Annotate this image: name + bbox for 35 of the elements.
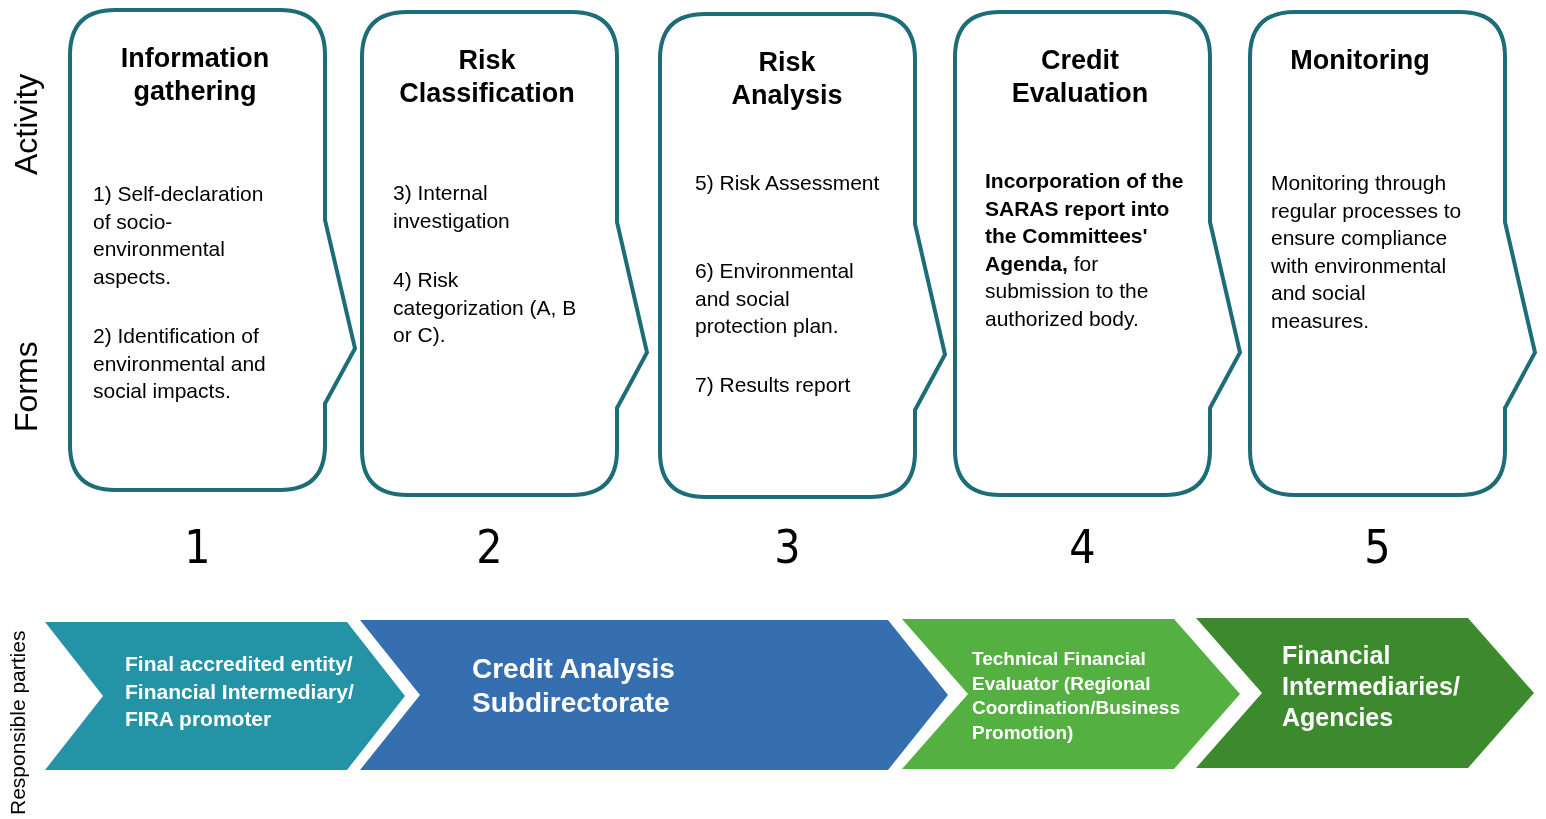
step-number: 2 (475, 520, 504, 574)
process-card (1250, 12, 1535, 495)
party-label: Credit Analysis Subdirectorate (472, 652, 676, 720)
step-number: 1 (183, 520, 212, 574)
row-label: Forms (8, 341, 45, 432)
card-text: 2) Identification of environmental and social impacts. (93, 323, 267, 404)
card-title: Information gathering (119, 42, 271, 108)
process-card (362, 12, 647, 495)
card-title: Credit Evaluation (1010, 44, 1150, 110)
chevron-banner (902, 619, 1240, 769)
chevron-banner (45, 622, 405, 770)
chevron-banner (360, 620, 948, 770)
card-text: 4) Risk categorization (A, B or C). (393, 267, 578, 348)
card-text: Incorporation of the SARAS report into the Committees' Agenda, for submission to the authorized body. (985, 168, 1185, 332)
step-number: 3 (773, 520, 802, 574)
chevron-banner (1196, 618, 1534, 768)
step-number: 5 (1363, 520, 1392, 574)
card-text: 6) Environmental and social protection plan. (695, 258, 855, 339)
party-label: Financial Intermediaries/ Agencies (1282, 640, 1461, 733)
card-title: Risk Classification (398, 44, 576, 110)
card-text: 3) Internal investigation (393, 180, 511, 234)
process-card (955, 12, 1240, 495)
card-title: Risk Analysis (730, 46, 844, 112)
card-text: 1) Self-declaration of socio-environmental aspects. (93, 181, 265, 290)
process-card (70, 10, 355, 490)
card-text: Monitoring through regular processes to ensure compliance with environmental and social measures. (1271, 170, 1463, 334)
card-title: Monitoring (1289, 44, 1431, 77)
card-text: 5) Risk Assessment (695, 170, 880, 196)
card-text: 7) Results report (695, 372, 852, 398)
step-number: 4 (1068, 520, 1097, 574)
party-label: Technical Financial Evaluator (Regional Coordination/Business Promotion) (972, 647, 1181, 745)
process-card (660, 14, 945, 497)
party-label: Final accredited entity/ Financial Intermediary/ FIRA promoter (125, 651, 355, 732)
row-label: Activity (8, 73, 45, 175)
row-label: Responsible parties (6, 630, 30, 815)
